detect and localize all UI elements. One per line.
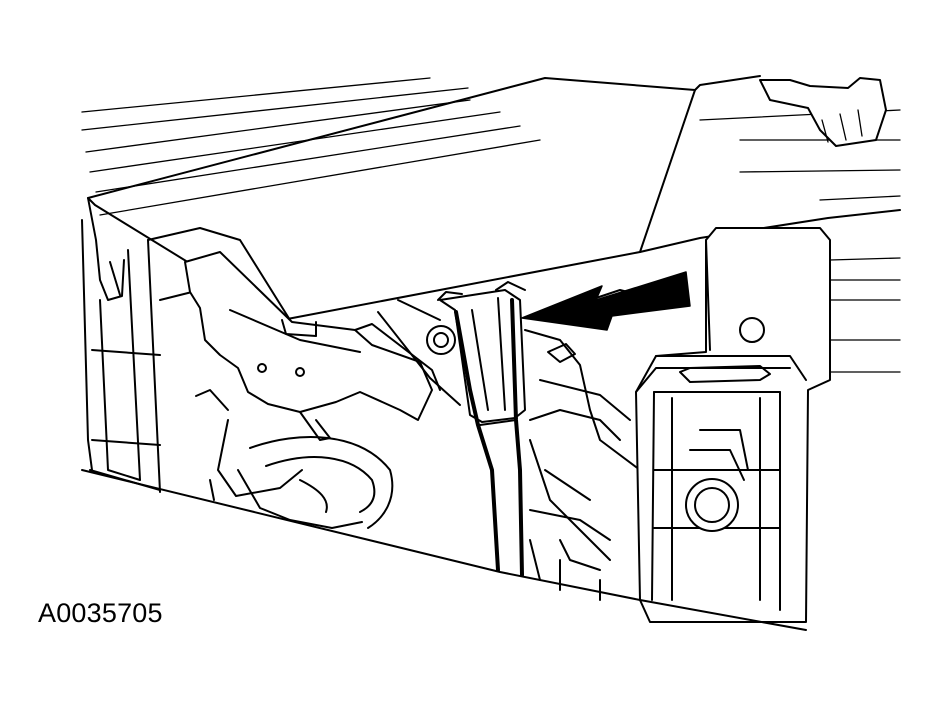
pedal-bracket xyxy=(184,251,441,497)
pedal-arm-lower xyxy=(209,436,394,529)
bolt xyxy=(377,299,461,406)
cable xyxy=(454,298,524,577)
connector-upper-right xyxy=(759,77,887,147)
pointer-arrow xyxy=(521,271,691,331)
left-frame xyxy=(81,197,291,493)
lower-edge xyxy=(81,469,807,631)
upper-panel-hatching xyxy=(81,77,541,216)
right-bracket xyxy=(635,227,831,623)
cable-housing xyxy=(437,281,526,423)
figure-id-label: A0035705 xyxy=(38,598,163,628)
